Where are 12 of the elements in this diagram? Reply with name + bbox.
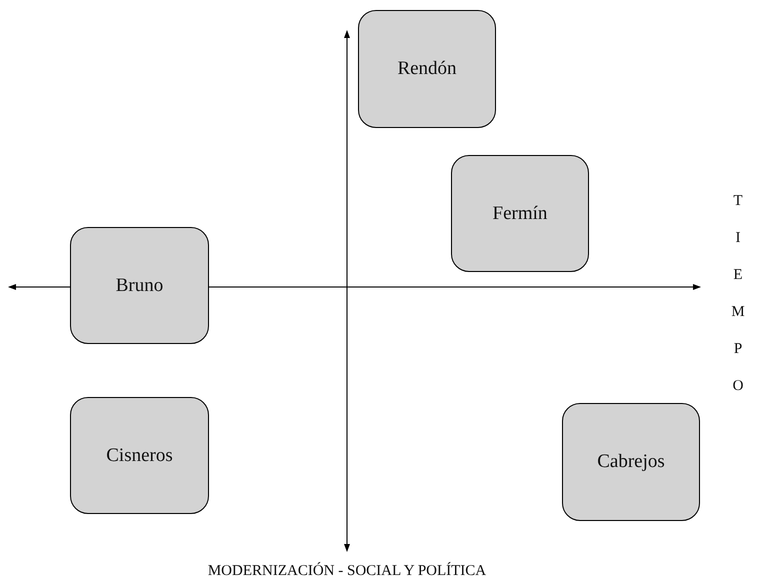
- rounded-box: [70, 227, 209, 344]
- box-label: Cabrejos: [597, 451, 665, 473]
- horizontal-axis-title: MODERNIZACIÓN - SOCIAL Y POLÍTICA: [206, 563, 488, 580]
- rounded-box: [562, 403, 700, 521]
- rounded-box: [451, 155, 589, 272]
- box-label: Fermín: [492, 202, 548, 224]
- rounded-box: [358, 10, 496, 128]
- vertical-axis-title: TIEMPO: [730, 193, 746, 415]
- box-label: Bruno: [116, 274, 164, 296]
- box-label: Cisneros: [106, 444, 173, 466]
- box-label: Rendón: [397, 58, 457, 80]
- rounded-box: [70, 397, 209, 514]
